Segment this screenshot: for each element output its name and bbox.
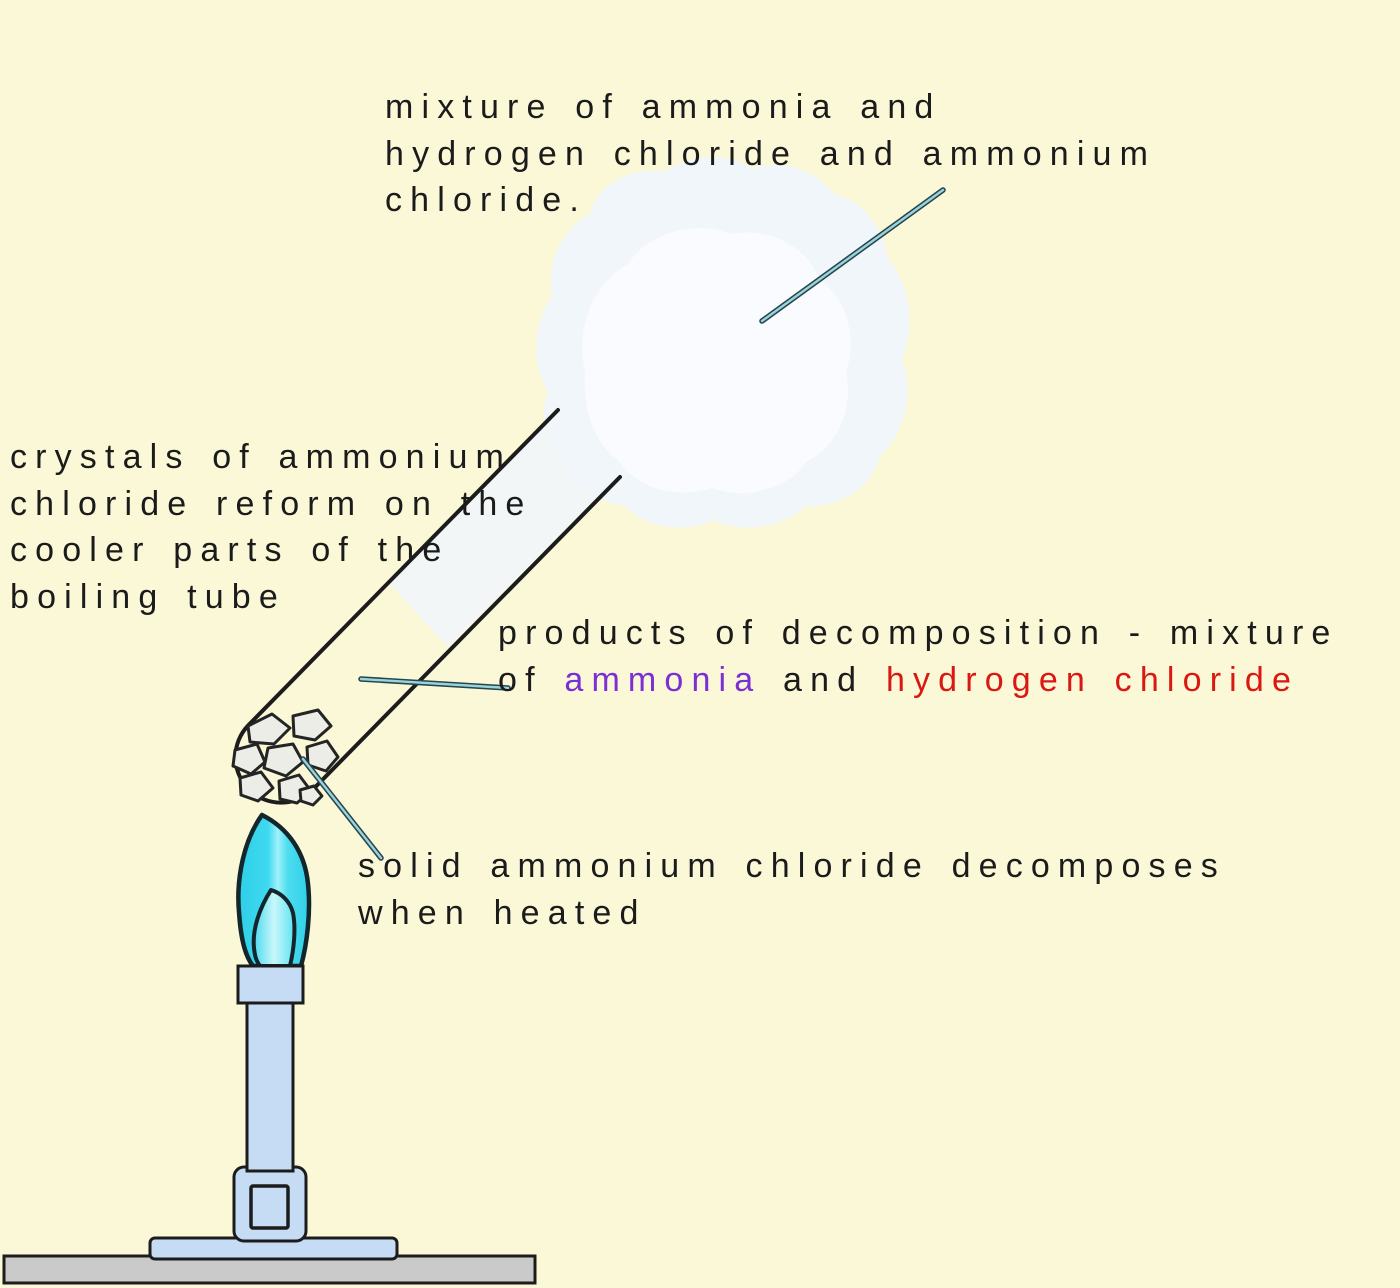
label-crystals-reform: crystals of ammonium chloride reform on … [10, 434, 532, 620]
smoke-inside-tube [388, 412, 618, 647]
label-products-line2: of ammonia and hydrogen chloride [498, 657, 1339, 704]
label-products-prefix: of [498, 660, 543, 699]
crystal [298, 784, 324, 807]
crystal [262, 742, 305, 778]
crystal [231, 742, 267, 776]
pointer-line-mixture [759, 187, 946, 324]
burner-air-valve [249, 1184, 290, 1230]
pointer-line-solid [300, 756, 384, 861]
ammonium-chloride-crystals [231, 708, 340, 807]
crystal [291, 708, 333, 742]
label-products-conjunction: and [783, 660, 865, 699]
label-products: products of decomposition - mixture of a… [498, 610, 1339, 703]
label-hydrogen-chloride: hydrogen chloride [885, 660, 1300, 699]
crystal [238, 770, 275, 803]
label-solid-line1: solid ammonium chloride decomposes [358, 847, 1226, 885]
label-products-line1: products of decomposition - mixture [498, 614, 1339, 652]
label-solid-decomposes: solid ammonium chloride decomposes when … [358, 843, 1226, 936]
burner-collar [236, 964, 305, 1005]
label-crystals-line1: crystals of ammonium [10, 438, 512, 476]
label-crystals-line3: cooler parts of the [10, 531, 450, 569]
pointer-line-products [358, 676, 511, 691]
pointer-lines [300, 187, 946, 861]
smoke-cloud-highlight [582, 228, 851, 493]
label-mixture-line1: mixture of ammonia and [385, 88, 942, 126]
bunsen-burner [2, 812, 537, 1285]
label-crystals-line4: boiling tube [10, 577, 286, 616]
burner-barrel [245, 999, 295, 1173]
label-crystals-line2: chloride reform on the [10, 484, 533, 523]
label-ammonia: ammonia [564, 660, 762, 699]
label-mixture-line2: hydrogen chloride and ammonium [385, 134, 1157, 173]
label-mixture-line3: chloride. [385, 181, 587, 219]
smoke-cloud [388, 157, 910, 647]
label-solid-line2: when heated [358, 893, 647, 932]
crystal [246, 712, 292, 746]
label-mixture: mixture of ammonia and hydrogen chloride… [385, 84, 1156, 224]
